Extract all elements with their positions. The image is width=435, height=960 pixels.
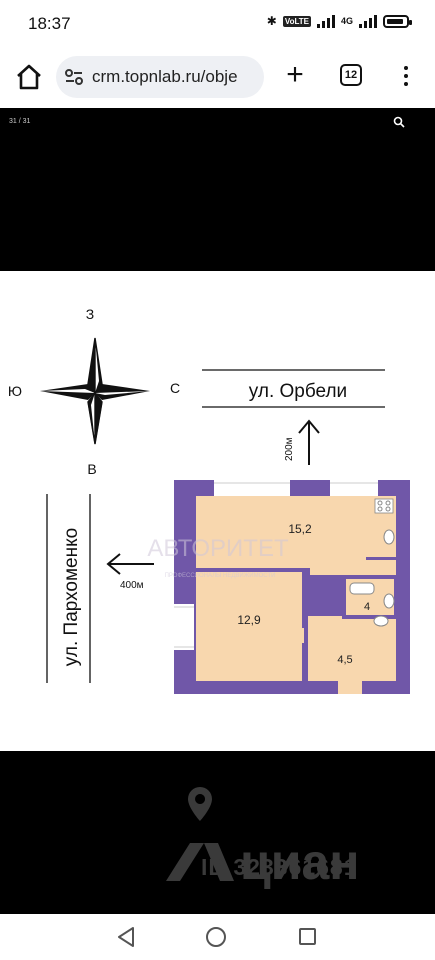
compass-east: С [170, 380, 180, 396]
floor-plan-image[interactable]: З В Ю С ул. Орбели 200м ул. Пархоменко 4… [0, 271, 435, 751]
floor-plan-drawing: З В Ю С ул. Орбели 200м ул. Пархоменко 4… [8, 306, 410, 694]
compass-north: З [86, 306, 94, 322]
address-bar[interactable]: crm.topnlab.ru/obje [56, 56, 264, 98]
cian-watermark: циан [166, 787, 359, 890]
page-counter: 31 / 31 [9, 118, 31, 125]
zoom-icon[interactable] [393, 116, 405, 128]
tab-switcher-button[interactable]: 12 [340, 64, 362, 86]
compass-rose-icon [40, 337, 150, 445]
status-bar: 18:37 ✱ VoLTE 4G [0, 0, 435, 50]
agency-watermark: АВТОРИТЕТ [147, 535, 289, 562]
compass-west: Ю [8, 383, 22, 399]
room-area-2: 12,9 [237, 613, 261, 627]
status-time: 18:37 [28, 14, 71, 33]
room-area-3: 4 [364, 601, 370, 613]
signal-icon [316, 14, 335, 28]
signal-icon-2 [359, 14, 377, 28]
street-parkhomenko-label: ул. Пархоменко [61, 528, 82, 666]
location-pin-icon [188, 787, 212, 821]
room-area-1: 15,2 [288, 522, 312, 536]
agency-tagline: ПРОФЕССИОНАЛЫ НЕДВИЖИМОСТИ [165, 573, 276, 579]
bluetooth-icon: ✱ [266, 14, 277, 28]
street-orbeli-label: ул. Орбели [249, 381, 347, 402]
site-settings-icon[interactable] [64, 68, 84, 86]
stove-icon [374, 498, 394, 514]
home-icon[interactable] [14, 62, 44, 92]
listing-id: ID 323361681 [201, 854, 358, 880]
url-text: crm.topnlab.ru/obje [92, 67, 238, 86]
more-menu-icon[interactable] [398, 64, 414, 88]
volte-badge: VoLTE [282, 15, 311, 27]
room-area-4: 4,5 [337, 654, 352, 666]
battery-icon [383, 14, 412, 28]
distance-400m-label: 400м [120, 580, 144, 591]
distance-200m-label: 200м [284, 437, 295, 461]
home-nav-icon[interactable] [206, 927, 226, 947]
browser-toolbar: crm.topnlab.ru/obje + 12 [0, 50, 435, 108]
new-tab-button[interactable]: + [286, 58, 304, 91]
status-icons: ✱ VoLTE 4G [266, 14, 412, 28]
system-nav-bar [0, 914, 435, 960]
back-icon[interactable] [116, 926, 136, 948]
compass-south: В [87, 461, 96, 477]
viewer-footer: циан ID 323361681 [0, 751, 435, 914]
cian-brand: циан [240, 834, 359, 890]
bathtub-icon [349, 582, 375, 595]
sink-icon [383, 529, 395, 545]
recent-apps-icon[interactable] [299, 928, 316, 945]
network-type: 4G [340, 16, 353, 26]
viewer-header: 31 / 31 [0, 108, 435, 271]
toilet-icon [373, 615, 389, 627]
room-12-9 [196, 571, 304, 681]
